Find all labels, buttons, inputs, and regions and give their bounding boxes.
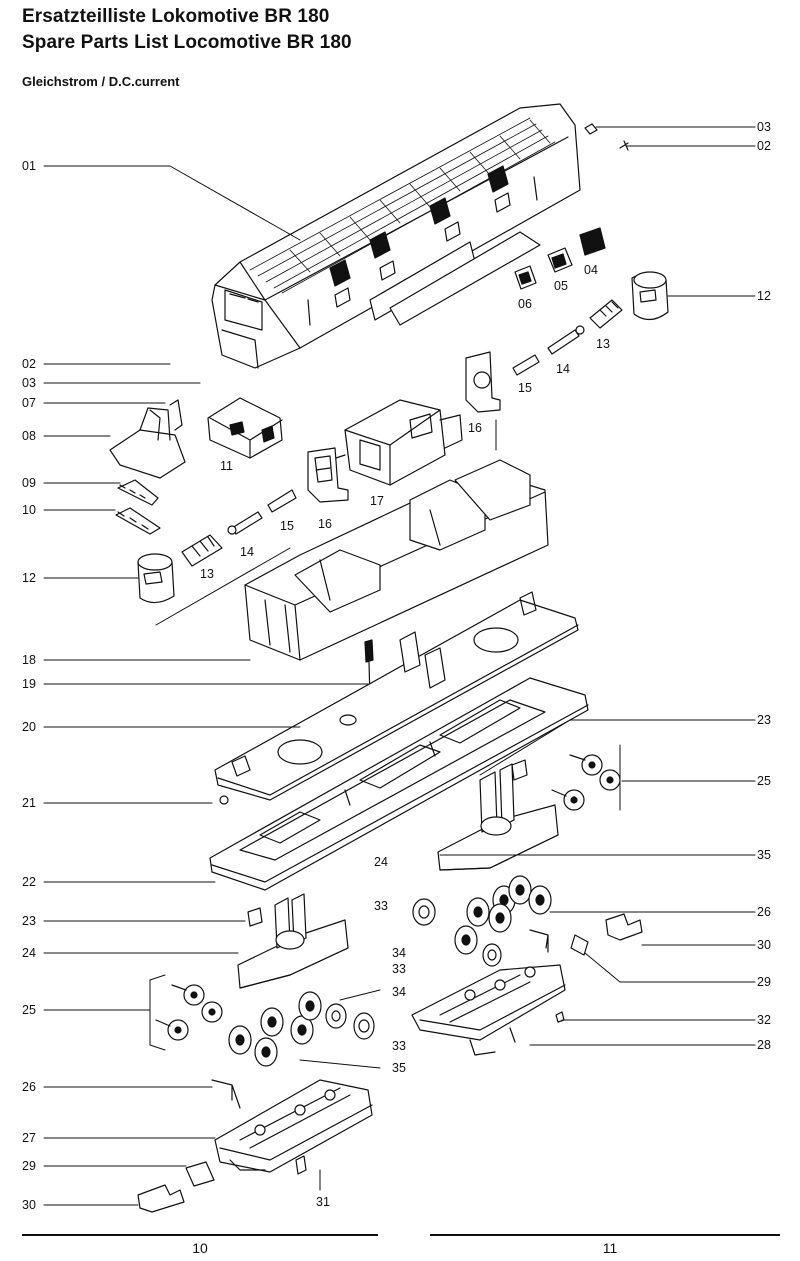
label-32: 32	[757, 1013, 771, 1027]
label-13-right: 13	[596, 337, 610, 351]
footer-rule-left	[22, 1234, 378, 1236]
title-english: Spare Parts List Locomotive BR 180	[22, 32, 352, 53]
wheelsets-left	[228, 991, 375, 1067]
label-15-right: 15	[518, 381, 532, 395]
label-15-left: 15	[280, 519, 294, 533]
label-24-left: 24	[22, 946, 36, 960]
label-29-left: 29	[22, 1159, 36, 1173]
leader-lines	[43, 126, 756, 1206]
label-25-left: 25	[22, 1003, 36, 1017]
label-17: 17	[370, 494, 384, 508]
label-03-left: 03	[22, 376, 36, 390]
label-24-right: 24	[374, 855, 388, 869]
label-34-right: 34	[392, 946, 406, 960]
label-02-right: 02	[757, 139, 771, 153]
title-german: Ersatzteilliste Lokomotive BR 180	[22, 6, 330, 27]
label-16-right: 16	[468, 421, 482, 435]
footer-rule-right	[430, 1234, 780, 1236]
label-13-left: 13	[200, 567, 214, 581]
frame-22	[209, 677, 589, 891]
label-21: 21	[22, 796, 36, 810]
label-19: 19	[22, 677, 36, 691]
label-35-left: 35	[392, 1061, 406, 1075]
label-34-left: 34	[392, 985, 406, 999]
label-30-left: 30	[22, 1198, 36, 1212]
label-33-left: 33	[392, 1039, 406, 1053]
label-26-right: 26	[757, 905, 771, 919]
subtitle-current-type: Gleichstrom / D.C.current	[22, 74, 180, 89]
motor-17	[329, 399, 463, 486]
bogie-frame-left	[137, 1079, 373, 1213]
label-02-left: 02	[22, 357, 36, 371]
label-26-left: 26	[22, 1080, 36, 1094]
label-08: 08	[22, 429, 36, 443]
motor-parts-right	[465, 271, 669, 413]
label-30-right: 30	[757, 938, 771, 952]
label-25-right: 25	[757, 774, 771, 788]
label-03-right: 03	[757, 120, 771, 134]
label-09: 09	[22, 476, 36, 490]
bogie-left-top	[155, 893, 349, 1041]
label-28: 28	[757, 1038, 771, 1052]
label-05: 05	[554, 279, 568, 293]
small-parts-top	[514, 123, 629, 290]
label-35-right: 35	[757, 848, 771, 862]
label-20: 20	[22, 720, 36, 734]
chassis-18	[244, 459, 549, 661]
label-07: 07	[22, 396, 36, 410]
page-number-right: 11	[602, 1240, 618, 1256]
label-14-right: 14	[556, 362, 570, 376]
label-16-left: 16	[318, 517, 332, 531]
label-04: 04	[584, 263, 598, 277]
bogie-right-top	[437, 754, 621, 871]
label-29-right: 29	[757, 975, 771, 989]
label-22: 22	[22, 875, 36, 889]
plate-20	[214, 591, 579, 801]
label-12-left: 12	[22, 571, 36, 585]
label-33-right-bottom: 33	[392, 962, 406, 976]
wheelsets-right	[412, 875, 552, 967]
label-18: 18	[22, 653, 36, 667]
label-10: 10	[22, 503, 36, 517]
label-12-right: 12	[757, 289, 771, 303]
part-labels: 01 02 03 07 08 09 10 12 18 19 20 21 22 2…	[22, 120, 771, 1212]
label-11: 11	[220, 459, 233, 473]
label-01: 01	[22, 159, 36, 173]
small-parts-left	[109, 397, 283, 535]
label-14-left: 14	[240, 545, 254, 559]
motor-parts-left	[137, 447, 349, 604]
label-06: 06	[518, 297, 532, 311]
label-23-left: 23	[22, 914, 36, 928]
label-23-right: 23	[757, 713, 771, 727]
loco-body-drawing	[211, 103, 581, 369]
page-number-left: 10	[192, 1240, 208, 1256]
label-33-right-top: 33	[374, 899, 388, 913]
label-27: 27	[22, 1131, 36, 1145]
label-31: 31	[316, 1195, 330, 1209]
bogie-frame-right	[411, 913, 643, 1056]
